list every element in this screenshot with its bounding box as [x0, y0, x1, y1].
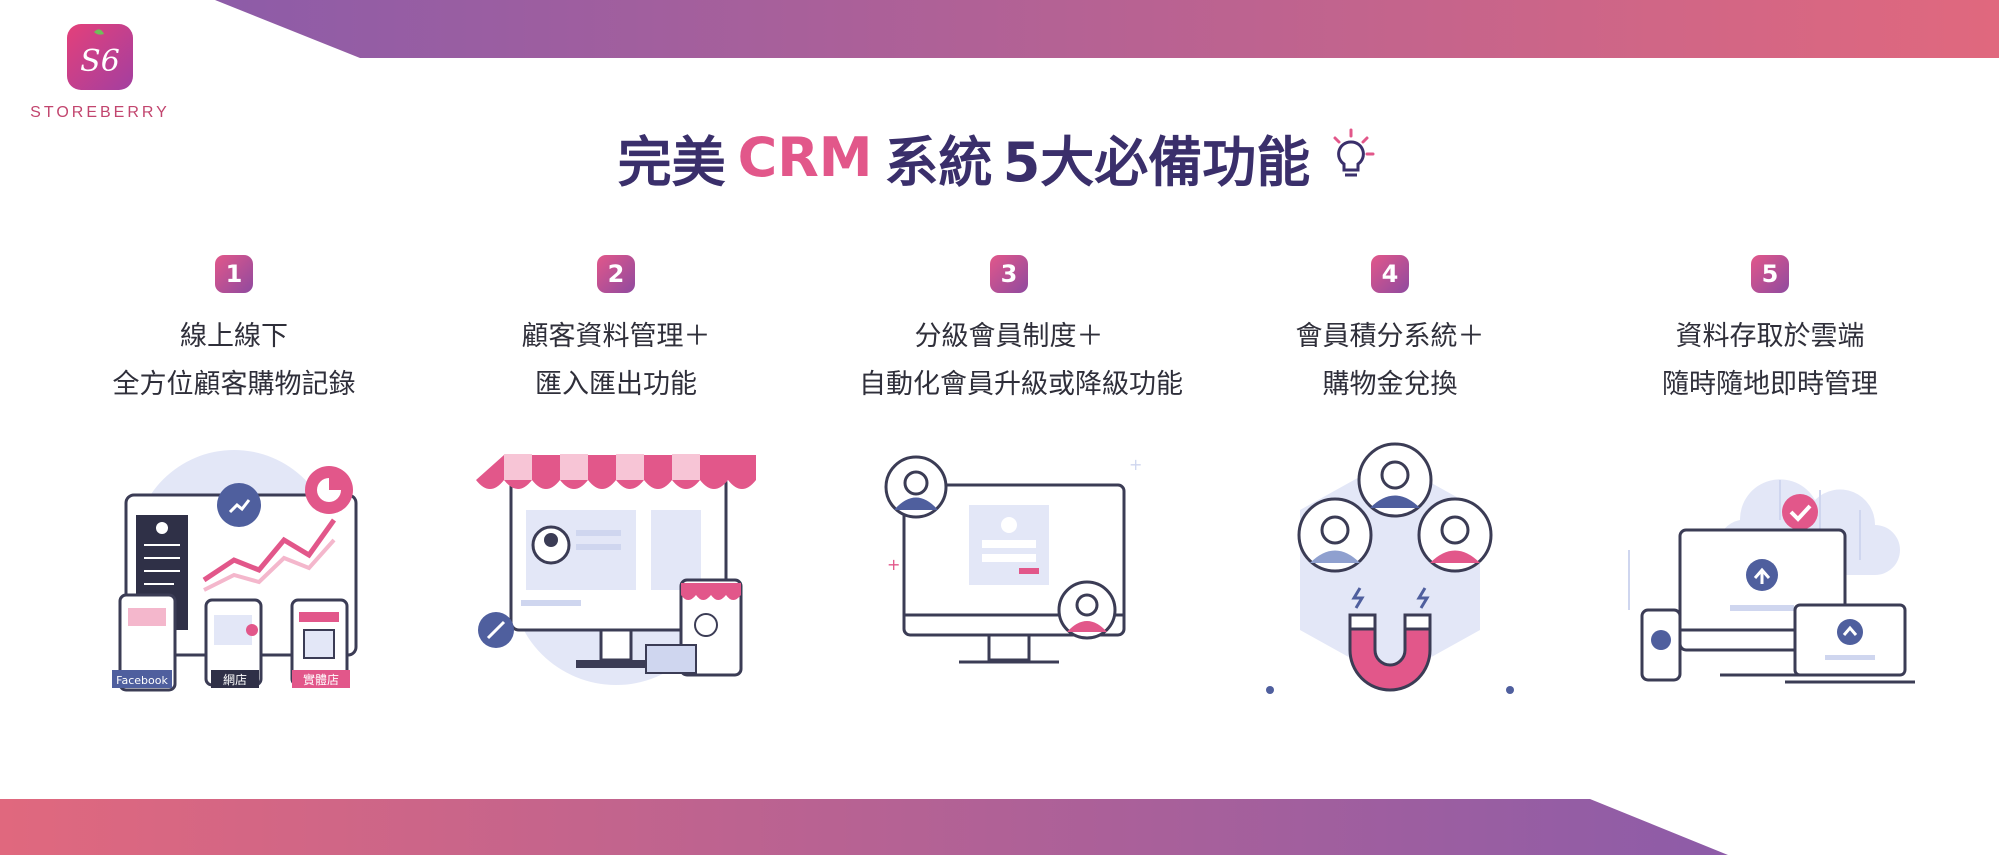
feature-subtitle: 自動化會員升級或降級功能 — [859, 369, 1183, 400]
online-store-tag: 網店 — [223, 673, 247, 687]
feature-subtitle: 隨時隨地即時管理 — [1662, 369, 1878, 400]
physical-store-tag: 實體店 — [303, 672, 339, 687]
feature-title: 顧客資料管理＋ — [521, 321, 711, 352]
feature-title: 資料存取於雲端 — [1675, 321, 1865, 352]
omnichannel-illustration: Facebook 網店 實體店 — [84, 440, 384, 720]
feature-2: 2 顧客資料管理＋ 匯入匯出功能 — [466, 255, 766, 409]
svg-text:S6: S6 — [80, 44, 120, 79]
feature-subtitle: 匯入匯出功能 — [535, 369, 697, 400]
feature-number-badge: 5 — [1751, 255, 1789, 293]
feature-number-badge: 4 — [1371, 255, 1409, 293]
feature-title: 會員積分系統＋ — [1295, 321, 1485, 352]
svg-text:+: + — [887, 555, 900, 574]
title-part-2: 系統 — [884, 131, 993, 194]
svg-text:+: + — [1129, 455, 1142, 474]
title-part-3: 5大必備功能 — [1002, 131, 1311, 194]
feature-title: 分級會員制度＋ — [914, 321, 1104, 352]
loyalty-points-illustration — [1240, 440, 1540, 720]
feature-subtitle: 全方位顧客購物記錄 — [112, 369, 356, 400]
feature-number-badge: 3 — [990, 255, 1028, 293]
bottom-banner-stripe — [0, 799, 1728, 855]
feature-subtitle: 購物金兌換 — [1322, 369, 1458, 400]
feature-title: 線上線下 — [180, 321, 288, 352]
feature-3: 3 分級會員制度＋ 自動化會員升級或降級功能 — [859, 255, 1183, 409]
storeberry-logo-icon: S6 — [67, 24, 133, 90]
customer-data-illustration — [466, 440, 766, 720]
lightbulb-icon — [1333, 128, 1375, 176]
feature-4: 4 會員積分系統＋ 購物金兌換 — [1240, 255, 1540, 409]
feature-number-badge: 2 — [597, 255, 635, 293]
feature-5: 5 資料存取於雲端 隨時隨地即時管理 — [1620, 255, 1920, 409]
brand-logo[interactable]: S6 STOREBERRY — [30, 24, 170, 122]
title-part-1: 完美 — [617, 131, 726, 194]
membership-tier-illustration: + + — [859, 440, 1159, 720]
title-crm: CRM — [737, 126, 873, 189]
top-banner-stripe — [215, 0, 1999, 58]
feature-number-badge: 1 — [215, 255, 253, 293]
feature-1: 1 線上線下 全方位顧客購物記錄 — [84, 255, 384, 409]
brand-name: STOREBERRY — [30, 104, 170, 121]
cloud-access-illustration — [1620, 440, 1920, 720]
facebook-tag: Facebook — [116, 674, 168, 687]
